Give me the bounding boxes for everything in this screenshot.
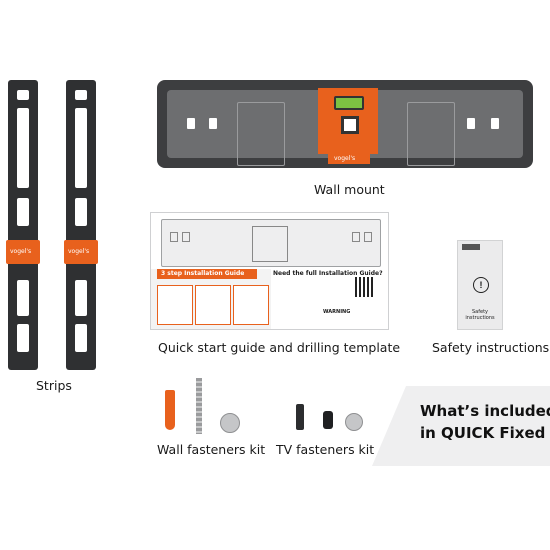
tv-fasteners-caption: TV fasteners kit: [276, 442, 375, 457]
strip-brand-band: vogel's: [6, 240, 40, 264]
warning-exclamation-icon: !: [473, 277, 489, 293]
wall-washer: [220, 413, 240, 433]
wall-plug: [165, 390, 175, 430]
tv-washer: [345, 413, 363, 431]
quick-start-caption: Quick start guide and drilling template: [158, 340, 401, 355]
wall-mount-center-plate: [318, 88, 378, 154]
whats-included-panel: What’s included in QUICK Fixed S: [372, 386, 550, 466]
tv-bolt: [296, 404, 304, 430]
full-guide-prompt: Need the full Installation Guide?: [273, 270, 383, 277]
guide-banner: 3 step Installation Guide: [157, 269, 257, 279]
strip-left: vogel's: [6, 80, 40, 370]
safety-instructions-card: ! Safety instructions: [457, 240, 503, 330]
wall-screw: [196, 378, 202, 434]
spirit-level-icon: [334, 96, 364, 110]
wall-mount-tab: vogel's: [328, 154, 370, 164]
qr-code-icon: [355, 277, 375, 297]
guide-warning: WARNING: [323, 309, 351, 315]
safety-card-label: Safety instructions: [465, 309, 495, 321]
tv-spacer: [323, 411, 333, 429]
wall-mount-caption: Wall mount: [314, 182, 385, 197]
whats-included-line2: in QUICK Fixed S: [420, 424, 550, 442]
strips-caption: Strips: [36, 378, 72, 393]
installation-steps: 3 step Installation Guide: [151, 269, 271, 329]
safety-caption: Safety instructions: [432, 340, 550, 355]
drilling-template: [161, 219, 381, 267]
quick-start-guide: 3 step Installation Guide Need the full …: [150, 212, 389, 330]
whats-included-line1: What’s included: [420, 402, 550, 420]
strip-brand-band: vogel's: [64, 240, 98, 264]
strip-right: vogel's: [64, 80, 98, 370]
wall-fasteners-caption: Wall fasteners kit: [157, 442, 266, 457]
